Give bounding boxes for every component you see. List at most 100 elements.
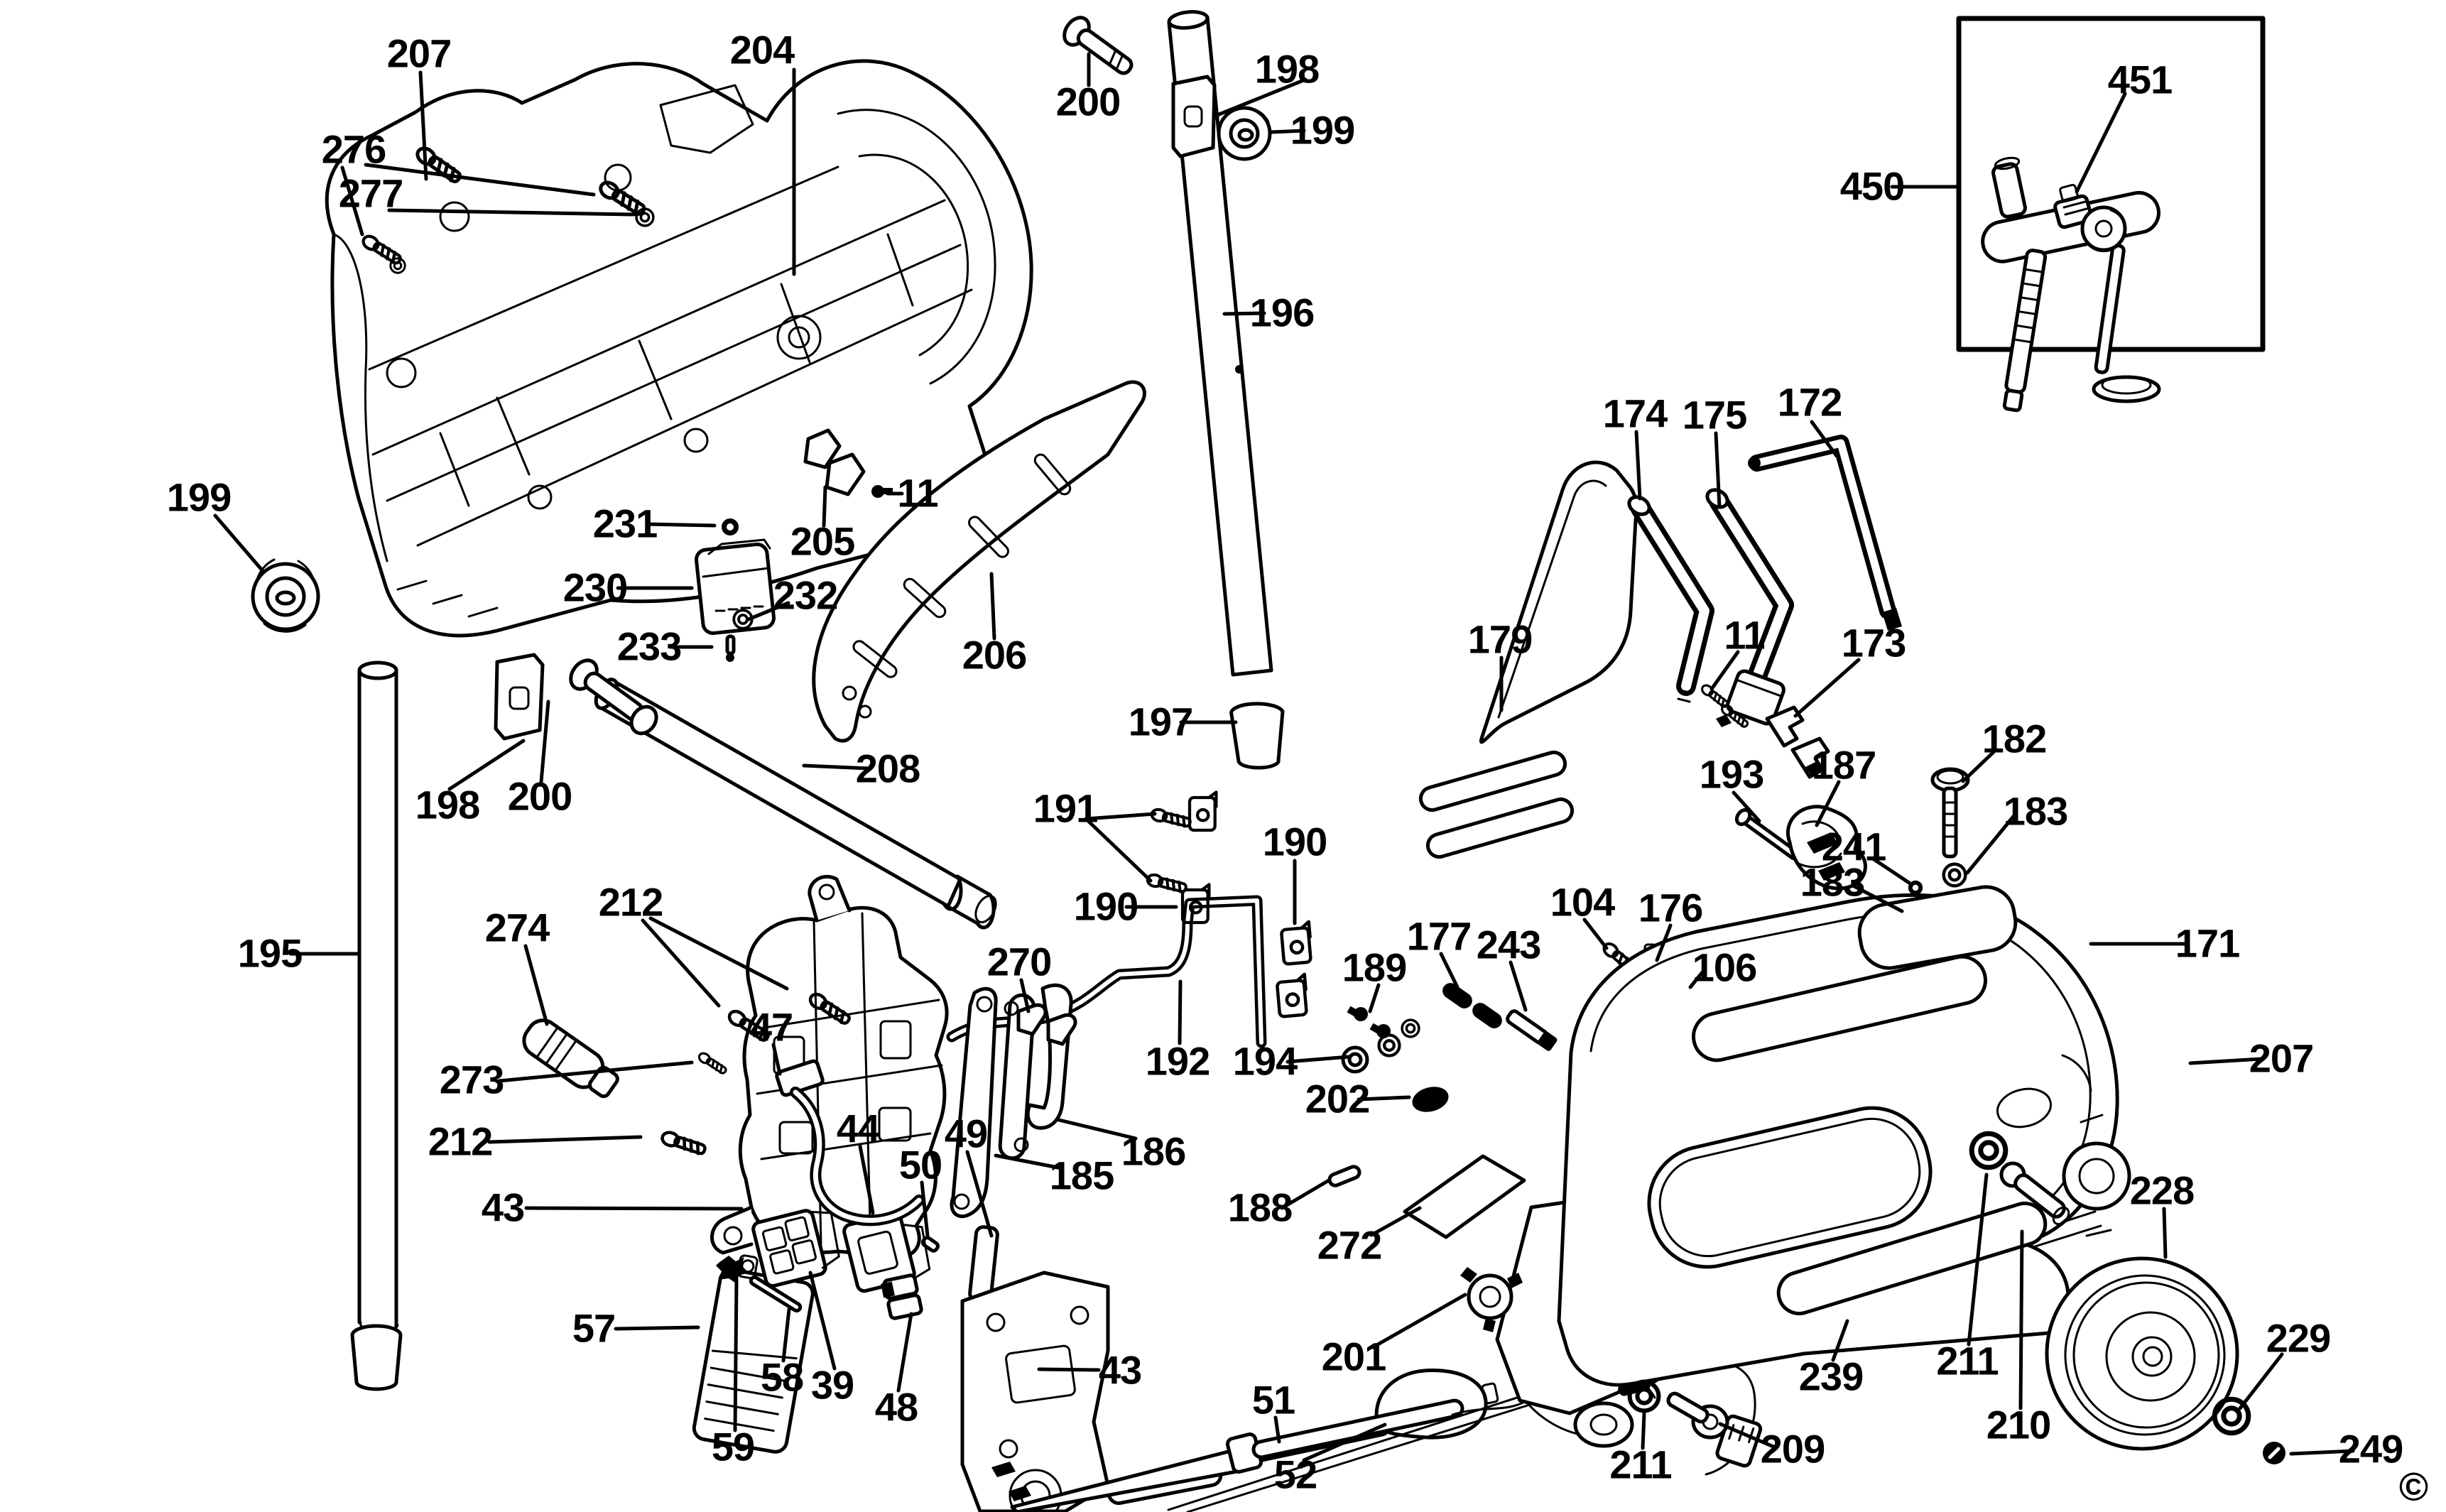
part-label-175: 175 — [1683, 393, 1746, 437]
part-label-208: 208 — [856, 746, 920, 791]
grommet-201 — [1460, 1267, 1523, 1332]
part-label-207: 207 — [2249, 1036, 2313, 1081]
cable-assembly-52 — [1010, 1335, 1763, 1512]
part-label-277: 277 — [339, 171, 403, 216]
wheel-228 — [1630, 1133, 2285, 1464]
part-label-200: 200 — [1056, 80, 1120, 124]
leader-line — [364, 163, 596, 197]
leader-line — [1369, 1206, 1422, 1237]
part-label-450: 450 — [1840, 164, 1904, 209]
copyright-mark: © — [2399, 1464, 2428, 1509]
drawing-layer — [251, 10, 2285, 1512]
part-label-43: 43 — [482, 1185, 524, 1230]
leader-line — [1831, 1319, 1849, 1362]
leader-line — [2162, 1207, 2168, 1259]
part-label-182: 182 — [1982, 717, 2046, 761]
leader-line — [1688, 967, 1707, 989]
leader-line — [1810, 420, 1839, 458]
part-label-183: 183 — [2004, 789, 2067, 834]
part-label-276: 276 — [322, 127, 386, 172]
fence-179 — [1418, 460, 1639, 859]
leader-line — [524, 1206, 744, 1211]
leader-line — [746, 601, 790, 621]
part-label-241: 241 — [1822, 825, 1886, 869]
part-label-52: 52 — [1274, 1452, 1317, 1497]
part-label-212: 212 — [428, 1119, 492, 1164]
leader-line — [1273, 1415, 1281, 1444]
pin-50 — [921, 1236, 940, 1253]
leader-line — [1285, 1055, 1352, 1064]
leader-line — [771, 1043, 782, 1076]
leader-line — [808, 1271, 837, 1371]
part-label-188: 188 — [1228, 1185, 1292, 1230]
plunger-274 — [522, 1018, 619, 1099]
part-label-44: 44 — [837, 1106, 880, 1151]
bracket-205 — [803, 428, 893, 498]
bolt-182 — [1930, 767, 1970, 859]
part-label-229: 229 — [2266, 1316, 2330, 1361]
part-label-190: 190 — [1263, 820, 1327, 864]
part-label-176: 176 — [1638, 886, 1702, 930]
leader-line — [1634, 430, 1642, 501]
bottom-switch-parts — [692, 1059, 999, 1454]
part-label-11: 11 — [1724, 613, 1764, 658]
foot-strip-239 — [1776, 1201, 2048, 1316]
leg-tube-196 — [1167, 10, 1285, 770]
part-label-39: 39 — [811, 1363, 854, 1408]
leader-line — [1368, 983, 1381, 1013]
leader-line — [1280, 1178, 1331, 1210]
switch-frame-43-left — [522, 874, 949, 1259]
leader-line — [1851, 883, 1904, 913]
leader-line — [213, 513, 265, 573]
part-label-187: 187 — [1812, 743, 1876, 788]
clip-48 — [881, 1273, 923, 1320]
part-label-104: 104 — [1550, 880, 1615, 925]
leader-line — [1815, 780, 1841, 827]
leader-line — [1269, 129, 1306, 134]
leader-line — [1965, 812, 2017, 875]
leader-line — [822, 485, 827, 528]
leader-line — [340, 165, 364, 236]
switch-box-230 — [694, 518, 776, 662]
leader-line — [1302, 1423, 1387, 1462]
leader-line — [1961, 749, 1997, 783]
part-label-196: 196 — [1250, 290, 1314, 335]
part-label-210: 210 — [1986, 1403, 2050, 1447]
leader-line — [1718, 1422, 1776, 1449]
part-label-50: 50 — [899, 1143, 942, 1187]
leader-line — [497, 1060, 694, 1083]
part-label-106: 106 — [1692, 945, 1756, 990]
part-label-177: 177 — [1407, 914, 1471, 959]
switch-39 — [751, 1209, 840, 1288]
leader-line — [1793, 658, 1861, 718]
part-label-211: 211 — [1609, 1442, 1671, 1487]
part-label-243: 243 — [1477, 923, 1540, 967]
part-label-192: 192 — [1146, 1039, 1210, 1084]
inset-box-450 — [1956, 16, 2266, 413]
leader-line — [1215, 77, 1308, 117]
part-label-212: 212 — [599, 880, 663, 925]
leader-line — [1084, 817, 1153, 883]
leader-line — [1871, 856, 1911, 885]
hook-270b — [1046, 1013, 1077, 1046]
leader-line — [2289, 1449, 2355, 1456]
hex-key-172 — [1748, 435, 1902, 631]
clip-173 — [1765, 705, 1830, 779]
part-label-171: 171 — [2175, 921, 2239, 966]
rod-58 — [749, 1275, 803, 1313]
part-label-205: 205 — [790, 519, 854, 564]
part-label-189: 189 — [1342, 945, 1406, 990]
leader-line — [447, 739, 526, 791]
part-label-206: 206 — [962, 633, 1026, 678]
leader-line — [920, 1180, 930, 1238]
leader-line — [994, 1153, 1064, 1170]
part-label-173: 173 — [1842, 621, 1906, 665]
part-label-179: 179 — [1468, 617, 1532, 662]
cable-47 — [775, 1059, 925, 1227]
leader-line — [487, 1135, 643, 1144]
part-label-172: 172 — [1778, 380, 1842, 425]
part-label-272: 272 — [1317, 1223, 1381, 1268]
leader-line — [1714, 431, 1722, 509]
plate-43-right — [960, 1271, 1110, 1512]
leader-line — [965, 1150, 994, 1238]
